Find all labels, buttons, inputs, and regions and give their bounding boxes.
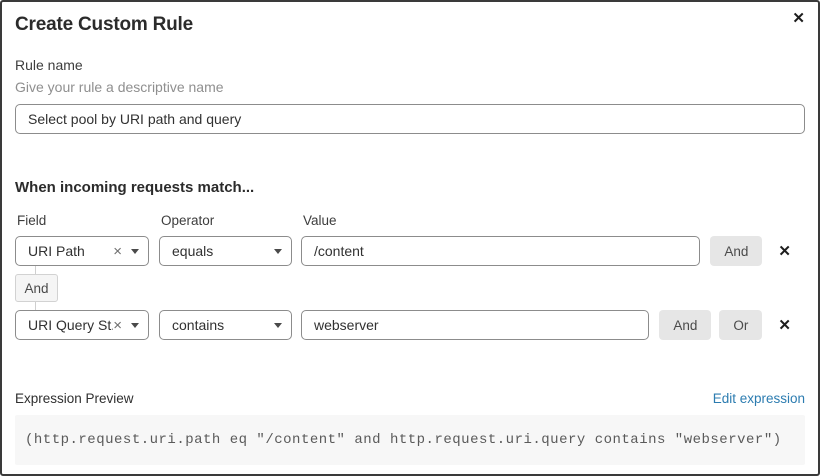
value-input[interactable]	[301, 236, 701, 266]
operator-select[interactable]: contains	[159, 310, 292, 340]
value-input[interactable]	[301, 310, 650, 340]
field-select-value: URI Path	[28, 243, 85, 259]
expression-preview-code: (http.request.uri.path eq "/content" and…	[15, 415, 805, 465]
operator-select-value: equals	[172, 243, 214, 259]
connector-line-bottom	[35, 302, 36, 310]
field-select[interactable]: URI Query St... ×	[15, 310, 149, 340]
and-connector-badge: And	[15, 274, 58, 302]
chevron-down-icon	[131, 322, 139, 328]
field-column-label: Field	[17, 213, 47, 228]
rule-name-section: Rule name Give your rule a descriptive n…	[15, 57, 805, 134]
chevron-down-icon	[274, 248, 282, 254]
expression-preview-label: Expression Preview	[15, 391, 134, 406]
edit-expression-link[interactable]: Edit expression	[712, 391, 805, 406]
rule-name-helper: Give your rule a descriptive name	[15, 79, 224, 95]
condition-connector: And	[15, 266, 805, 310]
delete-condition-icon[interactable]: ✕	[778, 316, 791, 334]
page-title: Create Custom Rule	[15, 14, 193, 35]
delete-condition-icon[interactable]: ✕	[778, 242, 791, 260]
rule-name-input[interactable]	[15, 104, 805, 134]
condition-row: URI Query St... × contains And Or ✕	[15, 310, 805, 340]
condition-row: URI Path × equals And ✕	[15, 236, 805, 266]
operator-column-label: Operator	[161, 213, 215, 228]
operator-select[interactable]: equals	[159, 236, 292, 266]
expression-preview-header: Expression Preview Edit expression	[15, 391, 805, 406]
clear-icon[interactable]: ×	[113, 316, 122, 334]
add-and-condition-button[interactable]: And	[710, 236, 763, 266]
close-icon[interactable]: ✕	[792, 10, 805, 27]
operator-select-value: contains	[172, 317, 225, 333]
add-or-condition-button[interactable]: Or	[719, 310, 763, 340]
add-and-condition-button[interactable]: And	[659, 310, 712, 340]
chevron-down-icon	[274, 322, 282, 328]
connector-line-top	[35, 266, 36, 274]
rule-name-label: Rule name	[15, 57, 83, 73]
clear-icon[interactable]: ×	[113, 242, 122, 260]
chevron-down-icon	[131, 248, 139, 254]
condition-column-labels: Field Operator Value	[15, 213, 805, 228]
field-select-value: URI Query St...	[28, 317, 113, 333]
field-select[interactable]: URI Path ×	[15, 236, 149, 266]
match-heading: When incoming requests match...	[15, 179, 255, 196]
value-column-label: Value	[303, 213, 337, 228]
